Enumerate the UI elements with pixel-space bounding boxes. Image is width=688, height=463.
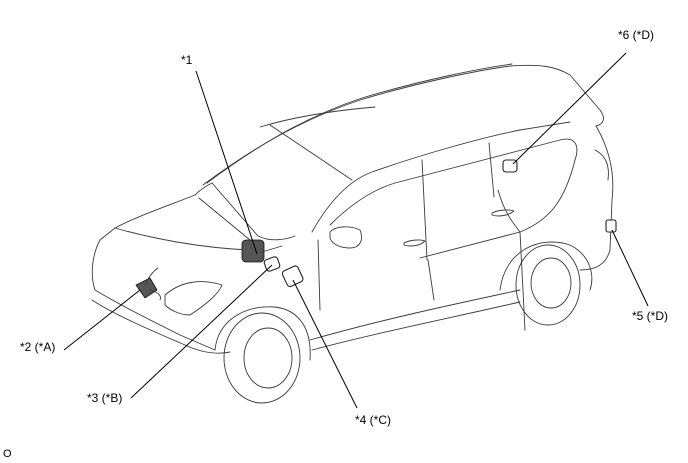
leader-line-1 xyxy=(195,70,258,255)
callout-5: *5 (*D) xyxy=(632,309,669,323)
component-1-abs-actuator xyxy=(241,239,283,263)
component-2-sensor-bracket xyxy=(135,267,161,301)
callout-3: *3 (*B) xyxy=(87,391,123,405)
callout-1: *1 xyxy=(181,53,193,67)
callout-4: *4 (*C) xyxy=(355,413,392,427)
leader-lines xyxy=(63,52,649,409)
leader-line-4 xyxy=(292,279,358,409)
vehicle-outline xyxy=(91,63,614,404)
leader-line-6 xyxy=(512,52,627,165)
leader-line-3 xyxy=(130,264,273,399)
callout-2: *2 (*A) xyxy=(20,340,56,354)
leader-line-5 xyxy=(611,229,649,307)
footer-mark: O xyxy=(3,448,12,460)
component-4-ecu xyxy=(281,265,304,288)
leader-line-2 xyxy=(63,289,141,351)
callout-6: *6 (*D) xyxy=(618,28,655,42)
component-5-rear-sensor xyxy=(605,219,617,233)
component-3-module xyxy=(263,256,281,272)
